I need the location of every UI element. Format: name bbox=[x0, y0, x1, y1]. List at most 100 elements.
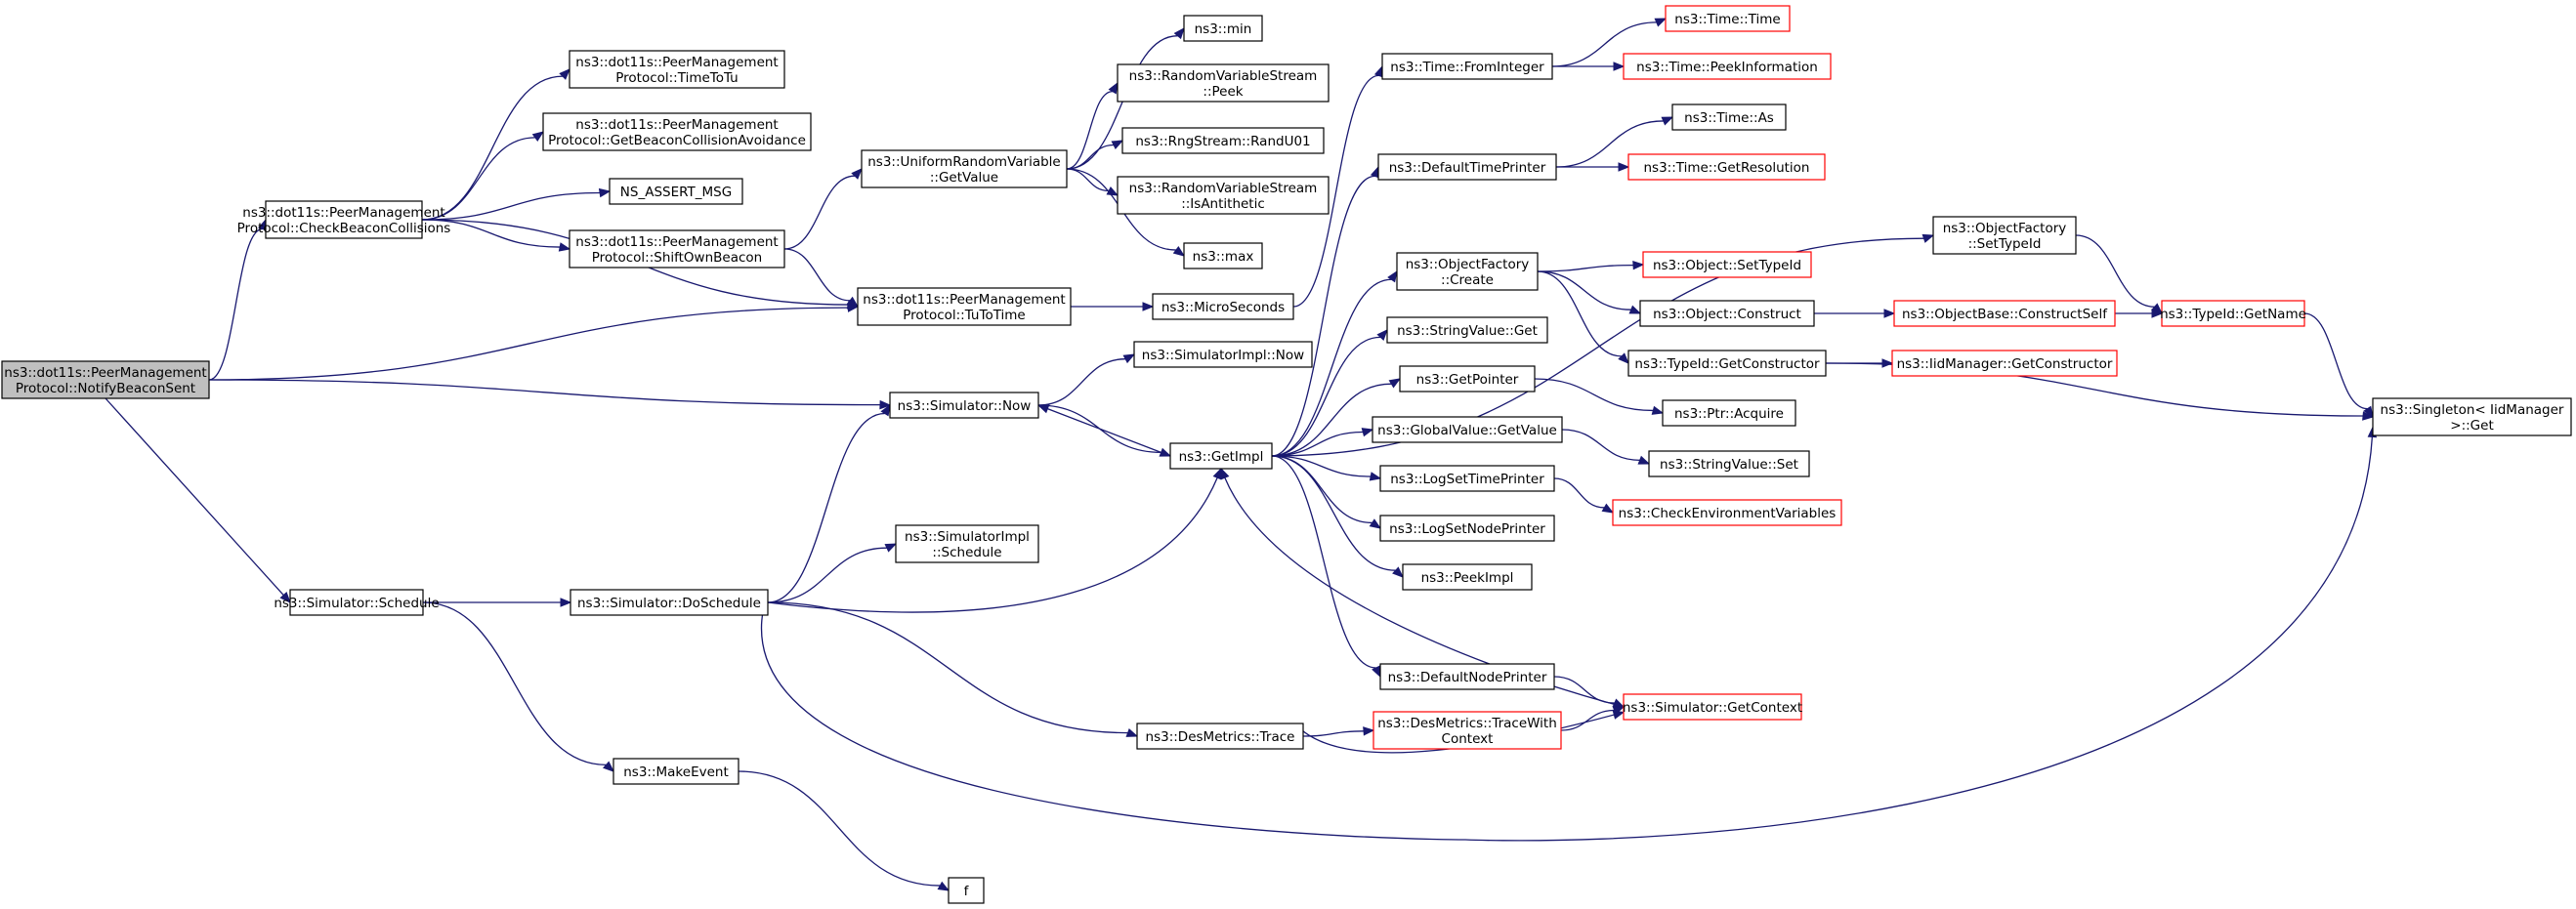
node-desTrace[interactable]: ns3::DesMetrics::Trace bbox=[1136, 723, 1304, 750]
edge-checkBeacon-to-shiftOwn bbox=[421, 219, 571, 252]
node-f[interactable]: f bbox=[948, 877, 985, 904]
node-box bbox=[1183, 242, 1263, 269]
node-timeFromInt[interactable]: ns3::Time::FromInteger bbox=[1381, 53, 1553, 80]
node-box bbox=[1627, 153, 1826, 181]
node-getContext[interactable]: ns3::Simulator::GetContext bbox=[1623, 693, 1802, 721]
arrowhead bbox=[846, 296, 860, 308]
node-timeAs[interactable]: ns3::Time::As bbox=[1671, 103, 1787, 131]
node-defNodePrinter[interactable]: ns3::DefaultNodePrinter bbox=[1379, 663, 1555, 690]
edge-getContext-to-getImpl bbox=[1220, 467, 1625, 708]
node-uniformGet[interactable]: ns3::UniformRandomVariable::GetValue bbox=[861, 149, 1068, 188]
arrowhead bbox=[1125, 727, 1139, 737]
node-max[interactable]: ns3::max bbox=[1183, 242, 1263, 269]
node-shiftOwn[interactable]: ns3::dot11s::PeerManagementProtocol::Shi… bbox=[569, 229, 785, 269]
node-box bbox=[542, 112, 812, 151]
arrowhead bbox=[603, 761, 615, 772]
node-strValGet[interactable]: ns3::StringValue::Get bbox=[1386, 316, 1548, 344]
arrowhead bbox=[1220, 467, 1230, 480]
node-ptrAcquire[interactable]: ns3::Ptr::Acquire bbox=[1662, 399, 1796, 427]
node-logSetNode[interactable]: ns3::LogSetNodePrinter bbox=[1379, 515, 1555, 542]
edge-line bbox=[1066, 168, 1110, 192]
node-box bbox=[895, 524, 1039, 563]
edge-checkBeacon-to-getBeaconColl bbox=[421, 131, 545, 221]
node-label: ns3::CheckEnvironmentVariables bbox=[1619, 506, 1837, 521]
node-checkBeacon[interactable]: ns3::dot11s::PeerManagementProtocol::Che… bbox=[237, 200, 451, 239]
node-makeEvent[interactable]: ns3::MakeEvent bbox=[612, 758, 739, 785]
node-box bbox=[1623, 53, 1832, 80]
node-simSchedule[interactable]: ns3::Simulator::Schedule bbox=[274, 589, 440, 616]
node-min[interactable]: ns3::min bbox=[1183, 15, 1263, 42]
node-label: ns3::dot11s::PeerManagement bbox=[575, 55, 778, 70]
edge-line bbox=[1271, 336, 1381, 457]
node-timePeek[interactable]: ns3::Time::PeekInformation bbox=[1623, 53, 1832, 80]
arrowhead bbox=[1212, 467, 1222, 480]
arrowhead bbox=[1363, 726, 1375, 736]
node-randU01[interactable]: ns3::RngStream::RandU01 bbox=[1121, 127, 1325, 154]
node-typeIdGetName[interactable]: ns3::TypeId::GetName bbox=[2160, 300, 2306, 327]
edge-line bbox=[767, 412, 885, 603]
node-nsAssert[interactable]: NS_ASSERT_MSG bbox=[609, 178, 743, 205]
node-timeToTu[interactable]: ns3::dot11s::PeerManagementProtocol::Tim… bbox=[569, 50, 785, 89]
node-timeTime[interactable]: ns3::Time::Time bbox=[1665, 5, 1791, 32]
node-typeIdGetCtor[interactable]: ns3::TypeId::GetConstructor bbox=[1627, 350, 1827, 377]
node-box bbox=[1396, 252, 1539, 291]
node-box bbox=[609, 178, 743, 205]
node-box bbox=[1136, 723, 1304, 750]
edge-line bbox=[208, 227, 263, 381]
node-label: ns3::ObjectFactory bbox=[1943, 221, 2067, 236]
node-box bbox=[1377, 153, 1557, 181]
node-objBaseConstruct[interactable]: ns3::ObjectBase::ConstructSelf bbox=[1893, 300, 2116, 327]
node-getImpl[interactable]: ns3::GetImpl bbox=[1169, 442, 1273, 470]
edge-line bbox=[1047, 407, 1171, 457]
edge-doSchedule-to-singleton bbox=[761, 426, 2378, 842]
node-label: ns3::IidManager::GetConstructor bbox=[1897, 356, 2113, 372]
node-isAnti[interactable]: ns3::RandomVariableStream::IsAntithetic bbox=[1117, 176, 1330, 215]
node-peekImpl[interactable]: ns3::PeekImpl bbox=[1402, 563, 1533, 591]
node-micro[interactable]: ns3::MicroSeconds bbox=[1152, 293, 1294, 320]
edge-doSchedule-to-getImpl bbox=[767, 467, 1222, 613]
node-simNow[interactable]: ns3::Simulator::Now bbox=[889, 392, 1039, 419]
node-singleton[interactable]: ns3::Singleton< IidManager>::Get bbox=[2372, 397, 2572, 436]
arrowhead bbox=[1108, 81, 1119, 95]
node-label: ns3::Simulator::DoSchedule bbox=[577, 596, 761, 611]
edge-root-to-simSchedule bbox=[105, 397, 291, 603]
node-defTimePrinter[interactable]: ns3::DefaultTimePrinter bbox=[1377, 153, 1557, 181]
node-checkEnv[interactable]: ns3::CheckEnvironmentVariables bbox=[1612, 499, 1842, 526]
arrowhead bbox=[1883, 309, 1896, 318]
arrowhead bbox=[851, 168, 863, 180]
edges-layer bbox=[105, 18, 2378, 891]
node-rvsPeek[interactable]: ns3::RandomVariableStream::Peek bbox=[1117, 63, 1330, 103]
edge-getImpl-to-ofCreate bbox=[1271, 269, 1398, 457]
node-doSchedule[interactable]: ns3::Simulator::DoSchedule bbox=[570, 589, 769, 616]
node-ofSetTypeId[interactable]: ns3::ObjectFactory::SetTypeId bbox=[1932, 216, 2077, 255]
node-label: ns3::Time::Time bbox=[1674, 12, 1780, 27]
node-objConstruct[interactable]: ns3::Object::Construct bbox=[1639, 300, 1815, 327]
node-ofCreate[interactable]: ns3::ObjectFactory::Create bbox=[1396, 252, 1539, 291]
arrowhead bbox=[2363, 405, 2374, 419]
node-tuToTime[interactable]: ns3::dot11s::PeerManagementProtocol::TuT… bbox=[857, 287, 1072, 326]
node-timeGetRes[interactable]: ns3::Time::GetResolution bbox=[1627, 153, 1826, 181]
arrowhead bbox=[937, 881, 950, 891]
edge-getImpl-to-strValGet bbox=[1271, 329, 1388, 457]
arrowhead bbox=[1632, 260, 1645, 270]
node-box bbox=[1665, 5, 1791, 32]
node-logSetTime[interactable]: ns3::LogSetTimePrinter bbox=[1379, 465, 1555, 492]
edge-line bbox=[421, 137, 535, 221]
node-getBeaconColl[interactable]: ns3::dot11s::PeerManagementProtocol::Get… bbox=[542, 112, 812, 151]
node-strValSet[interactable]: ns3::StringValue::Set bbox=[1648, 450, 1810, 477]
node-iidGetCtor[interactable]: ns3::IidManager::GetConstructor bbox=[1891, 350, 2118, 377]
node-simImplNow[interactable]: ns3::SimulatorImpl::Now bbox=[1133, 341, 1313, 368]
edge-line bbox=[1271, 278, 1392, 457]
node-label: ns3::max bbox=[1193, 249, 1254, 265]
arrowhead bbox=[1376, 329, 1388, 341]
arrowhead bbox=[279, 592, 291, 603]
node-box bbox=[861, 149, 1068, 188]
node-objSetTypeId[interactable]: ns3::Object::SetTypeId bbox=[1642, 251, 1812, 278]
edge-root-to-tuToTime bbox=[208, 303, 860, 381]
node-gvGet[interactable]: ns3::GlobalValue::GetValue bbox=[1372, 416, 1563, 443]
node-simImplSched[interactable]: ns3::SimulatorImpl::Schedule bbox=[895, 524, 1039, 563]
node-getPointer[interactable]: ns3::GetPointer bbox=[1399, 365, 1536, 393]
edge-ofCreate-to-typeIdGetCtor bbox=[1537, 270, 1629, 364]
edge-line bbox=[761, 436, 2374, 842]
